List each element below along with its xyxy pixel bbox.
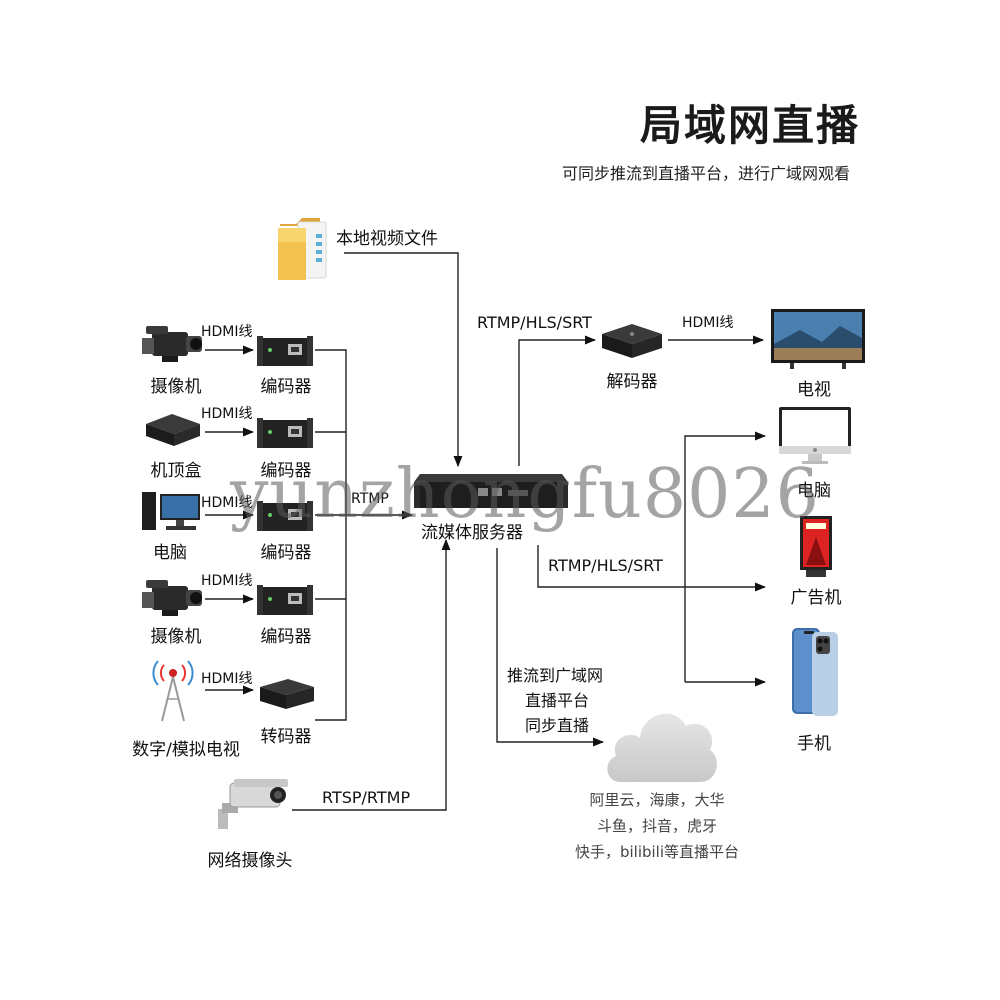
cloud-platforms: 阿里云，海康，大华 斗鱼，抖音，虎牙 快手，bilibili等直播平台 bbox=[575, 787, 739, 865]
source-label: 数字/模拟电视 bbox=[132, 740, 240, 760]
outputs-protocol: RTMP/HLS/SRT bbox=[548, 556, 663, 575]
cable-label: HDMI线 bbox=[201, 495, 253, 511]
smartphone-icon bbox=[792, 628, 838, 716]
camcorder-icon bbox=[142, 580, 202, 616]
server-label: 流媒体服务器 bbox=[421, 523, 523, 543]
set-top-box-icon bbox=[146, 414, 200, 446]
cloud-node bbox=[602, 700, 720, 786]
ip-camera-icon bbox=[218, 779, 288, 829]
cable-label: HDMI线 bbox=[201, 406, 253, 422]
wan-push-line: 同步直播 bbox=[525, 716, 590, 735]
encoder-box bbox=[256, 334, 314, 368]
output-label: 广告机 bbox=[790, 588, 842, 608]
output-tv bbox=[770, 308, 866, 370]
encoder-label: 编码器 bbox=[260, 377, 312, 397]
output-monitor bbox=[778, 406, 852, 466]
page-title: 局域网直播 bbox=[639, 101, 860, 150]
source-set-top-box bbox=[142, 410, 204, 450]
encoder-icon bbox=[257, 501, 313, 531]
watermark: yunzhongfu8026 bbox=[230, 455, 820, 534]
wan-push-line: 直播平台 bbox=[525, 691, 590, 710]
server-input-protocol: RTMP bbox=[351, 491, 389, 507]
cable-label: HDMI线 bbox=[201, 671, 253, 687]
encoder-icon bbox=[257, 336, 313, 366]
transcoder-label: 转码器 bbox=[260, 727, 312, 747]
output-label: 电视 bbox=[797, 380, 831, 400]
monitor-icon bbox=[779, 407, 851, 464]
source-camcorder-1 bbox=[140, 322, 204, 366]
source-label: 电脑 bbox=[153, 543, 187, 563]
encoder-label: 编码器 bbox=[260, 627, 312, 647]
encoder-icon bbox=[257, 418, 313, 448]
desktop-pc-icon bbox=[142, 492, 200, 530]
decoder-cable-label: HDMI线 bbox=[682, 315, 734, 331]
cloud-icon bbox=[607, 713, 717, 782]
streaming-server bbox=[412, 468, 570, 512]
output-label: 电脑 bbox=[797, 481, 831, 501]
platform-line: 斗鱼，抖音，虎牙 bbox=[596, 817, 717, 835]
local-file-node bbox=[276, 212, 330, 282]
cable-label: HDMI线 bbox=[201, 573, 253, 589]
page-subtitle: 可同步推流到直播平台，进行广域网观看 bbox=[561, 164, 850, 183]
source-label: 摄像机 bbox=[150, 377, 202, 397]
source-label: 机顶盒 bbox=[150, 461, 202, 481]
source-label: 摄像机 bbox=[150, 627, 202, 647]
source-antenna bbox=[150, 655, 196, 725]
wan-push-line: 推流到广域网 bbox=[507, 666, 604, 685]
encoder-box bbox=[256, 416, 314, 450]
decoder-box bbox=[600, 320, 664, 360]
encoder-box bbox=[256, 583, 314, 617]
ip-camera-node bbox=[212, 775, 290, 831]
output-label: 手机 bbox=[797, 734, 831, 754]
output-ad-kiosk bbox=[796, 515, 836, 579]
ad-kiosk-icon bbox=[800, 516, 832, 577]
transcoder-box bbox=[258, 673, 316, 713]
camcorder-icon bbox=[142, 326, 202, 362]
encoder-label: 编码器 bbox=[260, 461, 312, 481]
ip-camera-protocol: RTSP/RTMP bbox=[322, 788, 411, 807]
encoder-box bbox=[256, 499, 314, 533]
folder-icon bbox=[278, 218, 327, 280]
decoder-protocol: RTMP/HLS/SRT bbox=[477, 313, 592, 332]
transcoder-icon bbox=[260, 679, 314, 709]
tv-icon bbox=[771, 309, 865, 369]
local-file-label: 本地视频文件 bbox=[336, 229, 438, 249]
encoder-icon bbox=[257, 585, 313, 615]
source-camcorder-2 bbox=[140, 576, 204, 620]
encoder-label: 编码器 bbox=[260, 543, 312, 563]
ip-camera-label: 网络摄像头 bbox=[207, 851, 293, 871]
cable-label: HDMI线 bbox=[201, 324, 253, 340]
output-smartphone bbox=[790, 626, 840, 718]
antenna-icon bbox=[152, 660, 194, 722]
platform-line: 快手，bilibili等直播平台 bbox=[574, 843, 740, 861]
decoder-label: 解码器 bbox=[606, 372, 658, 392]
decoder-icon bbox=[602, 324, 662, 358]
platform-line: 阿里云，海康，大华 bbox=[589, 791, 725, 809]
source-pc bbox=[140, 490, 202, 534]
rack-server-icon bbox=[414, 474, 568, 508]
